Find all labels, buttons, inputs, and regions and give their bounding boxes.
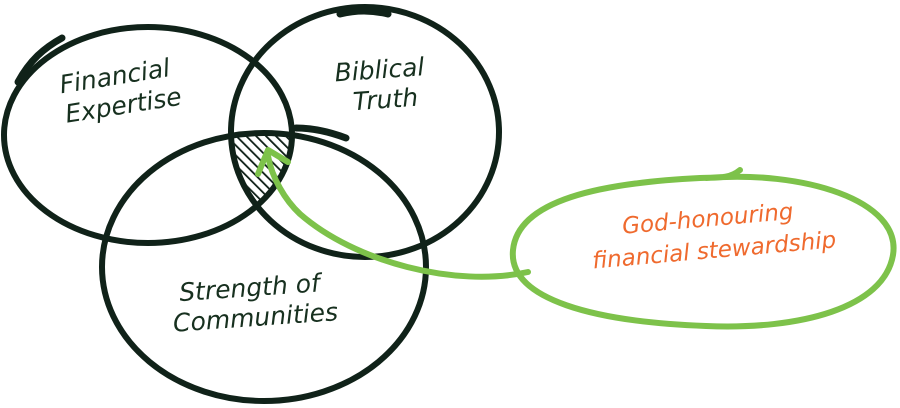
label-biblical-line-2: Truth — [352, 83, 419, 116]
label-biblical-line-1: Biblical — [334, 52, 426, 87]
callout-arrow — [255, 147, 531, 280]
circle-biblical-truth — [228, 4, 502, 260]
label-biblical-truth: Biblical Truth — [334, 52, 436, 118]
label-financial-expertise: Financial Expertise — [58, 52, 185, 129]
callout-bubble — [509, 167, 897, 330]
circle-strength-of-communities — [99, 124, 429, 404]
label-god-honouring-stewardship: God-honouring financial stewardship — [588, 195, 837, 274]
label-strength-of-communities: Strength of Communities — [170, 267, 339, 337]
